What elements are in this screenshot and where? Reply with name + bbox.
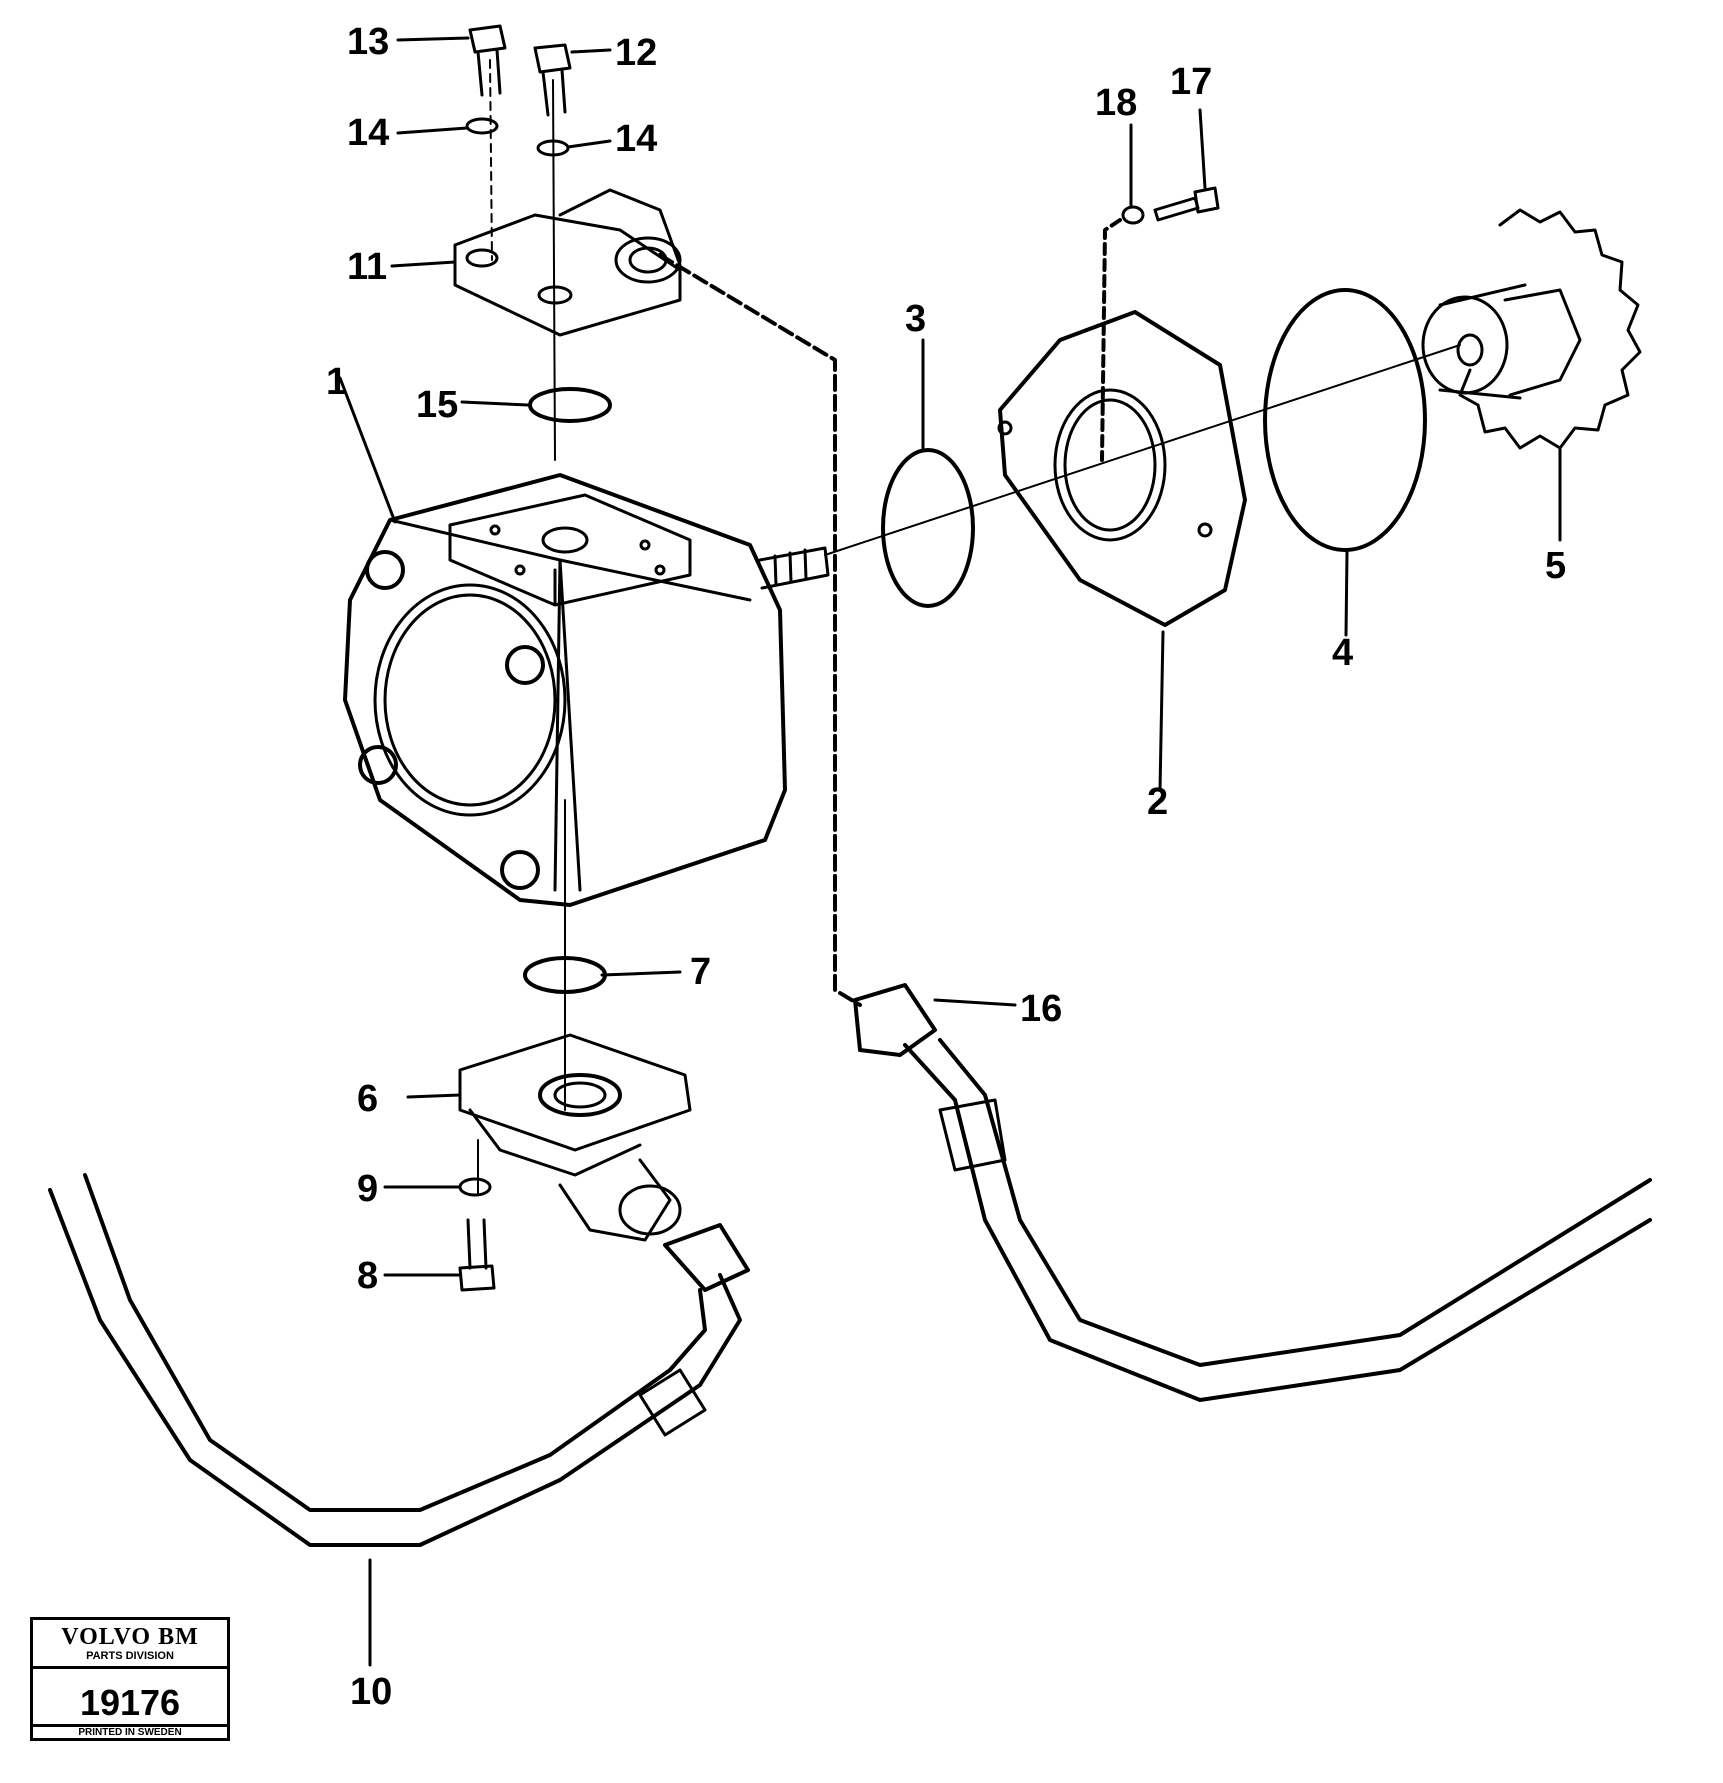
callout-8: 8	[357, 1255, 379, 1297]
callout-11: 11	[347, 246, 388, 288]
stamp-printed: PRINTED IN SWEDEN	[78, 1727, 182, 1738]
callout-12: 12	[615, 32, 658, 74]
bottom-elbow-flange	[458, 1033, 692, 1242]
callout-3: 3	[905, 298, 927, 340]
top-bolts	[465, 24, 572, 157]
callout-18: 18	[1095, 82, 1138, 124]
centre-lines	[477, 59, 1461, 1196]
callout-6: 6	[357, 1078, 379, 1120]
o-ring-15	[528, 387, 612, 423]
callout-9: 9	[357, 1168, 379, 1210]
stamp-drawing-number: 19176	[79, 1682, 181, 1723]
hose-16	[853, 983, 1652, 1402]
callout-5: 5	[1545, 545, 1567, 587]
plate-bolt	[1121, 186, 1220, 225]
callout-7: 7	[690, 951, 712, 993]
callout-4: 4	[1332, 632, 1354, 674]
top-elbow-flange	[453, 188, 682, 337]
callout-13: 13	[347, 21, 390, 63]
callout-1: 1	[326, 361, 348, 403]
stamp-divider	[33, 1724, 227, 1727]
o-ring-4	[1263, 288, 1427, 552]
callout-16: 16	[1020, 988, 1063, 1030]
callout-10: 10	[350, 1671, 393, 1713]
pump-body	[343, 473, 830, 907]
callout-14-right: 14	[615, 118, 658, 160]
callout-14-left: 14	[347, 112, 390, 154]
mounting-plate	[997, 310, 1247, 627]
stamp-division: PARTS DIVISION	[86, 1650, 174, 1662]
hose-10	[48, 1173, 750, 1547]
callout-17: 17	[1170, 61, 1213, 103]
stamp-divider	[33, 1666, 227, 1669]
leader-lines	[338, 36, 1562, 1667]
o-ring-3	[881, 448, 975, 608]
stamp-brand: VOLVO BM	[61, 1624, 199, 1650]
parts-division-stamp: VOLVO BM PARTS DIVISION 19176 PRINTED IN…	[30, 1617, 230, 1741]
bottom-bolts	[458, 1177, 496, 1292]
drive-gear	[1421, 208, 1642, 450]
callout-2: 2	[1147, 781, 1169, 823]
callout-15: 15	[416, 384, 459, 426]
